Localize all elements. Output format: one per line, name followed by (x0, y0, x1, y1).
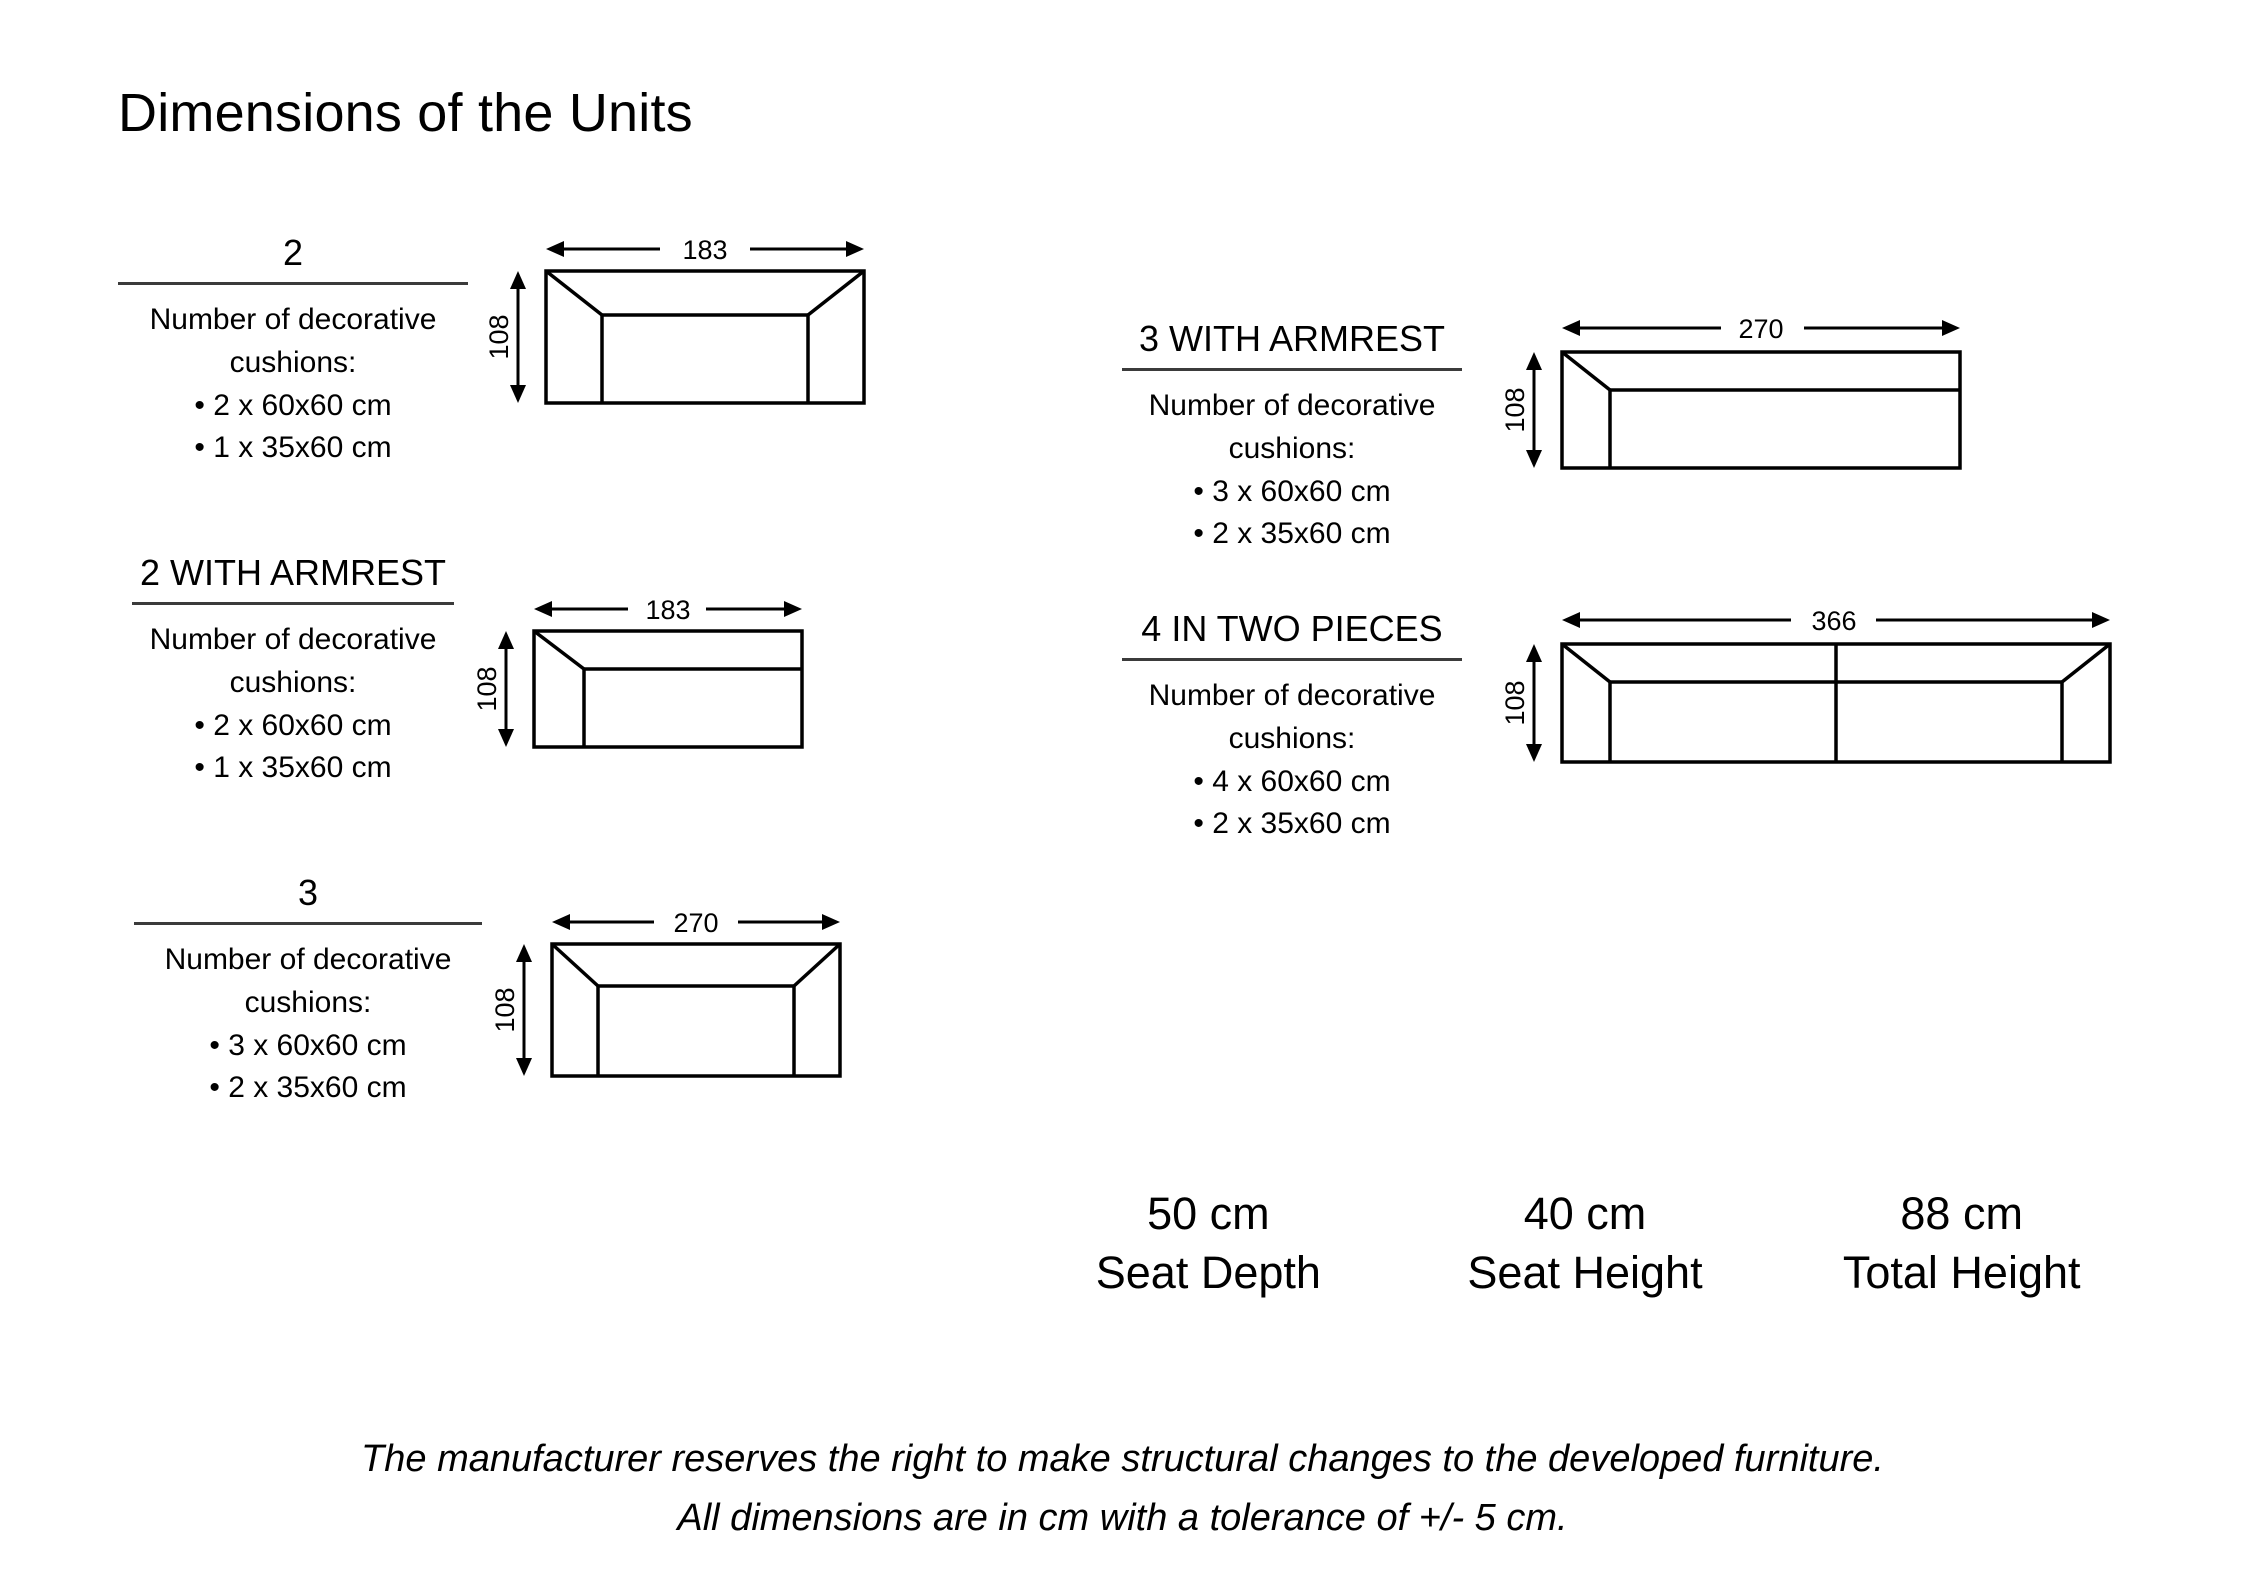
sofa-diagram-4-in-two-pieces: 366 108 (1500, 598, 2116, 778)
arrow-head-right (846, 241, 864, 257)
arrow-head-up (498, 631, 514, 649)
arrow-head-down (1526, 744, 1542, 762)
arrow-head-down (498, 729, 514, 747)
width-dimension-label: 183 (645, 595, 690, 625)
arrow-head-left (1562, 612, 1580, 628)
width-dimension-label: 183 (682, 235, 727, 265)
unit-heading: 3 (297, 872, 319, 913)
spec-label: Seat Depth (1095, 1246, 1321, 1298)
height-dimension-label: 108 (1500, 680, 1530, 725)
unit-info: 2 Number of decorative cushions: • 2 x 6… (118, 232, 468, 470)
unit-heading: 3 WITH ARMREST (1138, 318, 1446, 359)
unit-divider (132, 602, 454, 606)
arrow-head-left (552, 914, 570, 930)
sofa-outline (544, 269, 866, 405)
unit-heading: 2 (282, 232, 304, 273)
cushions-label-line2: cushions: (244, 985, 372, 1019)
arrow-head-down (510, 385, 526, 403)
cushions-label-line1: Number of decorative (1148, 679, 1436, 713)
arrow-head-up (1526, 644, 1542, 662)
spec-label: Total Height (1842, 1246, 2081, 1298)
cushion-item: • 3 x 60x60 cm (1193, 474, 1391, 508)
arrow-head-down (516, 1058, 532, 1076)
cushions-label-line1: Number of decorative (1148, 389, 1436, 423)
unit-heading: 4 IN TWO PIECES (1141, 608, 1443, 649)
footer-disclaimer: The manufacturer reserves the right to m… (0, 1430, 2245, 1548)
footer-line-2: All dimensions are in cm with a toleranc… (677, 1496, 1568, 1539)
unit-block-3-with-armrest: 3 WITH ARMREST Number of decorative cush… (1118, 314, 1966, 556)
cushion-item: • 2 x 35x60 cm (209, 1071, 407, 1105)
sofa-diagram-3-with-armrest: 270 108 (1500, 306, 1966, 481)
cushions-label-line1: Number of decorative (149, 623, 437, 657)
arrow-head-right (784, 601, 802, 617)
unit-heading: 2 WITH ARMREST (139, 552, 447, 593)
width-dimension-label: 270 (1738, 314, 1783, 344)
arrow-head-up (1526, 352, 1542, 370)
arrow-head-right (2092, 612, 2110, 628)
cushion-item: • 2 x 35x60 cm (1193, 807, 1391, 841)
unit-block-2: 2 Number of decorative cushions: • 2 x 6… (118, 232, 870, 470)
unit-cushion-list: Number of decorative cushions: • 3 x 60x… (1149, 385, 1436, 555)
arrow-head-down (1526, 450, 1542, 468)
sofa-diagram-3: 270 108 (490, 900, 846, 1095)
cushions-label-line2: cushions: (229, 665, 357, 699)
unit-cushion-list: Number of decorative cushions: • 4 x 60x… (1149, 675, 1436, 845)
spec-seat-height: 40 cm Seat Height (1397, 1185, 1774, 1302)
height-dimension-label: 108 (1500, 387, 1530, 432)
page-title: Dimensions of the Units (118, 83, 693, 143)
cushions-label-line2: cushions: (1228, 721, 1356, 755)
unit-info: 3 Number of decorative cushions: • 3 x 6… (118, 872, 498, 1110)
unit-divider (118, 282, 468, 286)
spec-value: 88 cm (1900, 1188, 2023, 1239)
cushions-label-line2: cushions: (229, 345, 357, 379)
spec-value: 40 cm (1523, 1188, 1647, 1239)
unit-cushion-list: Number of decorative cushions: • 2 x 60x… (150, 619, 437, 789)
arrow-head-left (534, 601, 552, 617)
spec-seat-depth: 50 cm Seat Depth (1020, 1185, 1397, 1302)
sofa-outline (550, 942, 842, 1078)
arrow-head-right (1942, 320, 1960, 336)
spec-total-height: 88 cm Total Height (1773, 1185, 2150, 1302)
cushions-label-line1: Number of decorative (149, 303, 437, 337)
footer-line-1: The manufacturer reserves the right to m… (361, 1438, 1884, 1480)
unit-divider (1122, 368, 1462, 372)
height-dimension-label: 108 (490, 987, 520, 1032)
cushion-item: • 1 x 35x60 cm (194, 431, 392, 465)
sofa-outline (1560, 350, 1962, 470)
sofa-diagram-2: 183 108 (484, 227, 870, 422)
width-dimension-label: 270 (673, 908, 718, 938)
spec-label: Seat Height (1467, 1246, 1703, 1298)
specs-row: 50 cm Seat Depth 40 cm Seat Height 88 cm… (1020, 1185, 2150, 1302)
unit-block-2-with-armrest: 2 WITH ARMREST Number of decorative cush… (118, 552, 808, 790)
height-dimension-label: 108 (472, 666, 502, 711)
arrow-head-up (516, 944, 532, 962)
cushions-label-line2: cushions: (1228, 431, 1356, 465)
unit-info: 3 WITH ARMREST Number of decorative cush… (1118, 318, 1466, 556)
arrow-head-left (1562, 320, 1580, 336)
cushion-item: • 2 x 60x60 cm (194, 388, 392, 422)
cushions-label-line1: Number of decorative (164, 943, 452, 977)
arrow-head-up (510, 271, 526, 289)
unit-block-3: 3 Number of decorative cushions: • 3 x 6… (118, 872, 846, 1110)
width-dimension-label: 366 (1811, 606, 1856, 636)
cushion-item: • 2 x 35x60 cm (1193, 517, 1391, 551)
arrow-head-right (822, 914, 840, 930)
height-dimension-label: 108 (484, 314, 514, 359)
unit-divider (134, 922, 482, 926)
cushion-item: • 4 x 60x60 cm (1193, 764, 1391, 798)
spec-value: 50 cm (1147, 1188, 1270, 1239)
arrow-head-left (546, 241, 564, 257)
unit-block-4-in-two-pieces: 4 IN TWO PIECES Number of decorative cus… (1118, 606, 2116, 846)
unit-cushion-list: Number of decorative cushions: • 3 x 60x… (165, 939, 452, 1109)
sofa-outline (1560, 642, 2112, 764)
cushion-item: • 1 x 35x60 cm (194, 751, 392, 785)
cushion-item: • 2 x 60x60 cm (194, 708, 392, 742)
unit-info: 2 WITH ARMREST Number of decorative cush… (118, 552, 468, 790)
unit-divider (1122, 658, 1462, 662)
sofa-outline (532, 629, 804, 749)
unit-cushion-list: Number of decorative cushions: • 2 x 60x… (150, 299, 437, 469)
sofa-diagram-2-with-armrest: 183 108 (472, 587, 808, 762)
cushion-item: • 3 x 60x60 cm (209, 1028, 407, 1062)
unit-info: 4 IN TWO PIECES Number of decorative cus… (1118, 608, 1466, 846)
